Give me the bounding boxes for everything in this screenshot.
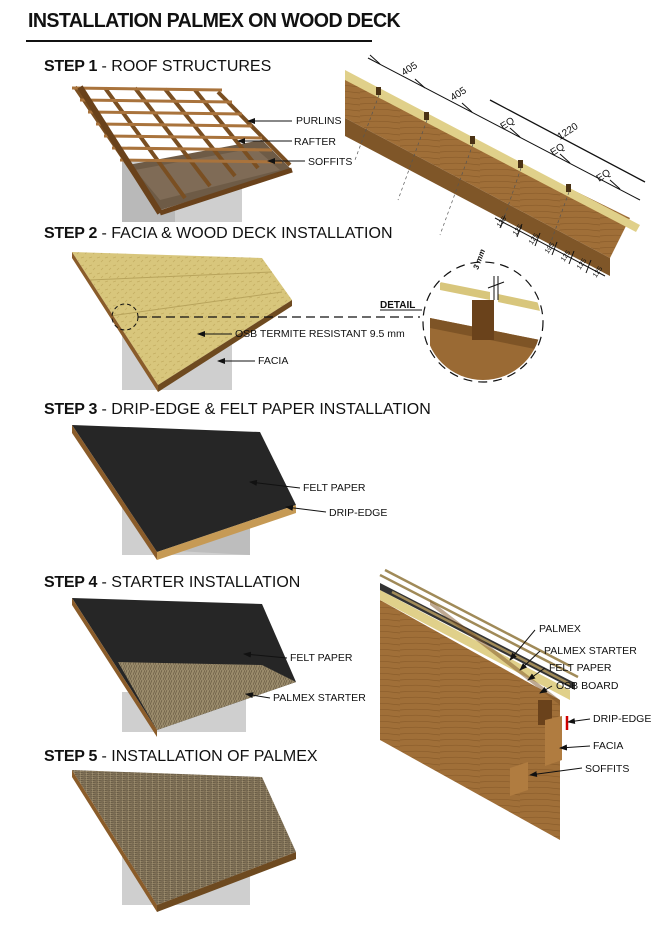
palmex-roof (72, 770, 296, 905)
section-label-palmex-starter: PALMEX STARTER (544, 645, 637, 657)
step-5-illustration (72, 770, 296, 912)
step-4-illustration (72, 598, 296, 737)
dim-405-a: 405 (400, 60, 420, 79)
step-3-number: STEP 3 (44, 401, 98, 418)
step-2-heading: STEP 2 - FACIA & WOOD DECK INSTALLATION (44, 225, 393, 243)
page-title: INSTALLATION PALMEX ON WOOD DECK (28, 10, 401, 32)
purlin-sections (376, 87, 571, 192)
section-label-drip-edge: DRIP-EDGE (593, 713, 652, 725)
dim-1220: 1220 (556, 121, 581, 143)
osb-deck (72, 252, 292, 385)
section-label-palmex: PALMEX (539, 623, 581, 635)
step-5-number: STEP 5 (44, 748, 98, 765)
label-facia: FACIA (258, 355, 289, 367)
drip-edge-facia (72, 425, 157, 560)
step-4-text: - STARTER INSTALLATION (97, 574, 301, 591)
palmex-starter (118, 662, 296, 730)
section-label-soffits: SOFFITS (585, 763, 630, 775)
label-detail: DETAIL (380, 300, 416, 311)
step-5-heading: STEP 5 - INSTALLATION OF PALMEX (44, 748, 318, 766)
step-1-number: STEP 1 (44, 58, 98, 75)
step-3-heading: STEP 3 - DRIP-EDGE & FELT PAPER INSTALLA… (44, 401, 431, 419)
label-felt-paper-4: FELT PAPER (290, 652, 353, 664)
section-label-osb-board: OSB BOARD (556, 680, 619, 692)
step-2-number: STEP 2 (44, 225, 98, 242)
dimension-section-illustration (345, 54, 646, 277)
dim-405-b: 405 (449, 85, 469, 104)
label-palmex-starter-4: PALMEX STARTER (273, 692, 366, 704)
cross-section-illustration (379, 568, 591, 840)
label-osb: OSB TERMITE RESISTANT 9.5 mm (235, 328, 405, 340)
dim-eq-3: EQ (595, 167, 613, 184)
purlins (71, 86, 283, 164)
dim-eq-2: EQ (549, 141, 567, 158)
step-1-heading: STEP 1 - ROOF STRUCTURES (44, 58, 271, 76)
facia-board (72, 252, 158, 392)
label-rafter: RAFTER (294, 136, 336, 148)
felt-paper (72, 425, 296, 552)
label-soffits: SOFFITS (308, 156, 353, 168)
label-felt-paper-3: FELT PAPER (303, 482, 366, 494)
dim-eq-1: EQ (499, 115, 517, 132)
step-1-text: - ROOF STRUCTURES (97, 58, 272, 75)
label-purlins: PURLINS (296, 115, 342, 127)
dimension-lines (367, 54, 646, 277)
label-drip-edge-3: DRIP-EDGE (329, 507, 388, 519)
step-5-text: - INSTALLATION OF PALMEX (97, 748, 318, 765)
title-underline (26, 40, 372, 42)
step-1-illustration (71, 85, 305, 222)
palmex-layers (379, 568, 579, 686)
step-3-text: - DRIP-EDGE & FELT PAPER INSTALLATION (97, 401, 431, 418)
section-label-facia: FACIA (593, 740, 624, 752)
step-4-heading: STEP 4 - STARTER INSTALLATION (44, 574, 300, 592)
step-3-illustration (72, 425, 327, 560)
step-4-number: STEP 4 (44, 574, 98, 591)
step-2-illustration (72, 252, 544, 392)
fascia-beam (77, 85, 163, 215)
section-label-felt-paper: FELT PAPER (549, 662, 612, 674)
step-2-text: - FACIA & WOOD DECK INSTALLATION (97, 225, 393, 242)
